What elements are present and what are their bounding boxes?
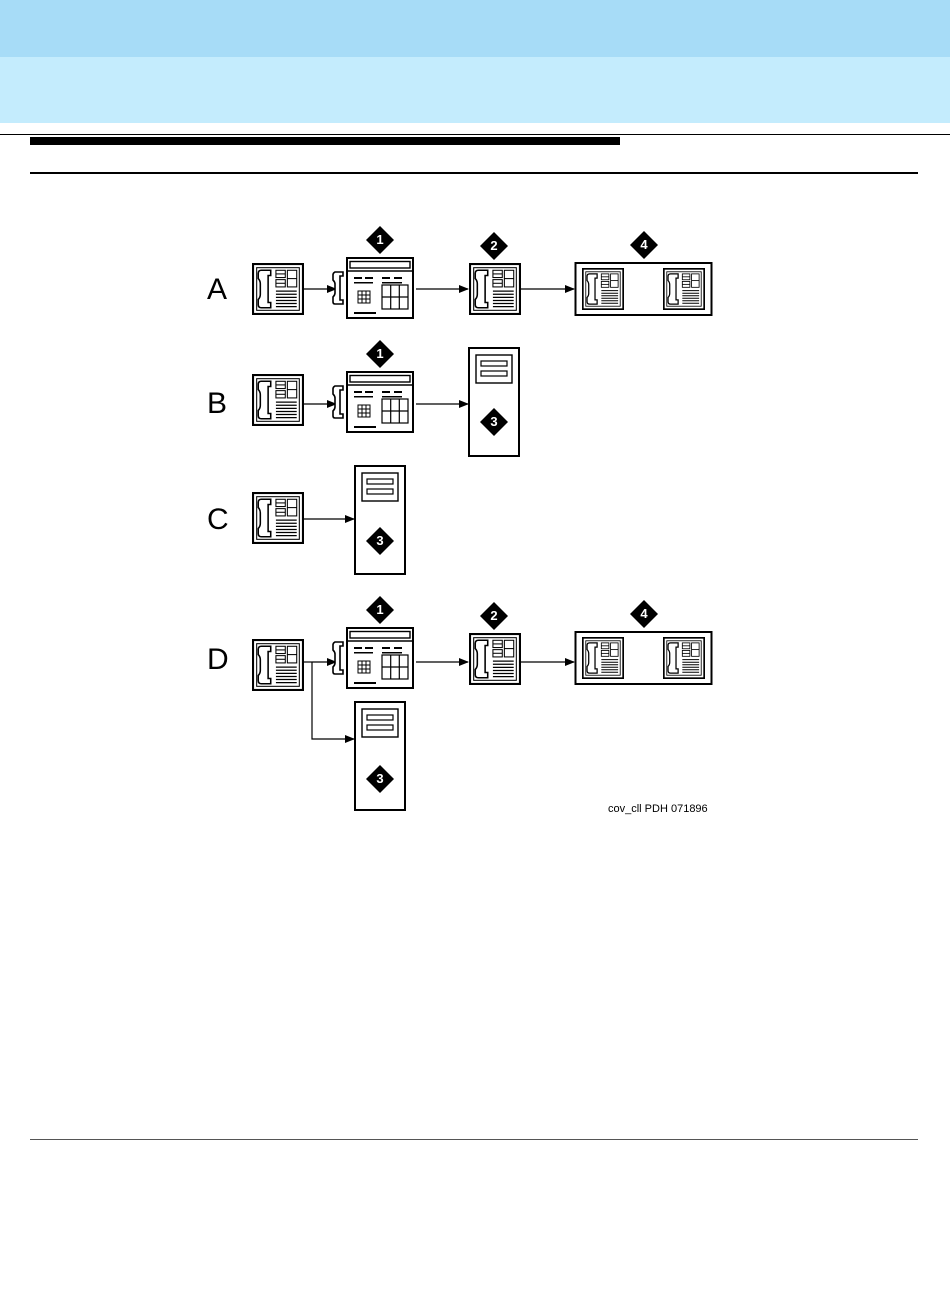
phone-icon (470, 634, 520, 684)
voice-mail-icon (355, 702, 405, 810)
phone-icon (253, 640, 303, 690)
phone-icon (253, 375, 303, 425)
row-a: A 1 2 4 (207, 226, 712, 318)
console-icon (333, 372, 413, 432)
badge-2-label: 2 (490, 238, 497, 253)
badge-4-label: 4 (640, 606, 648, 621)
badge-1-label: 1 (376, 602, 383, 617)
row-c-letter: C (207, 503, 229, 536)
phone-icon (253, 264, 303, 314)
phone-icon (664, 269, 704, 309)
badge-4-label: 4 (640, 237, 648, 252)
row-a-letter: A (207, 273, 227, 306)
row-c: C 3 (207, 466, 405, 574)
badge-3-label: 3 (490, 414, 497, 429)
voice-mail-icon (355, 466, 405, 574)
figure-caption: cov_cll PDH 071896 (608, 803, 708, 815)
badge-3-label: 3 (376, 533, 383, 548)
badge-1-label: 1 (376, 232, 383, 247)
badge-1-label: 1 (376, 346, 383, 361)
console-icon (333, 258, 413, 318)
phone-icon (470, 264, 520, 314)
voice-mail-icon (469, 348, 519, 456)
row-b: B 1 3 (207, 340, 519, 456)
phone-icon (664, 638, 704, 678)
badge-3-label: 3 (376, 771, 383, 786)
phone-icon (253, 493, 303, 543)
phone-icon (583, 638, 623, 678)
phone-icon (583, 269, 623, 309)
row-d-letter: D (207, 643, 229, 676)
console-icon (333, 628, 413, 688)
badge-2-label: 2 (490, 608, 497, 623)
row-b-letter: B (207, 387, 227, 420)
row-d: D 1 2 4 3 (207, 596, 712, 810)
